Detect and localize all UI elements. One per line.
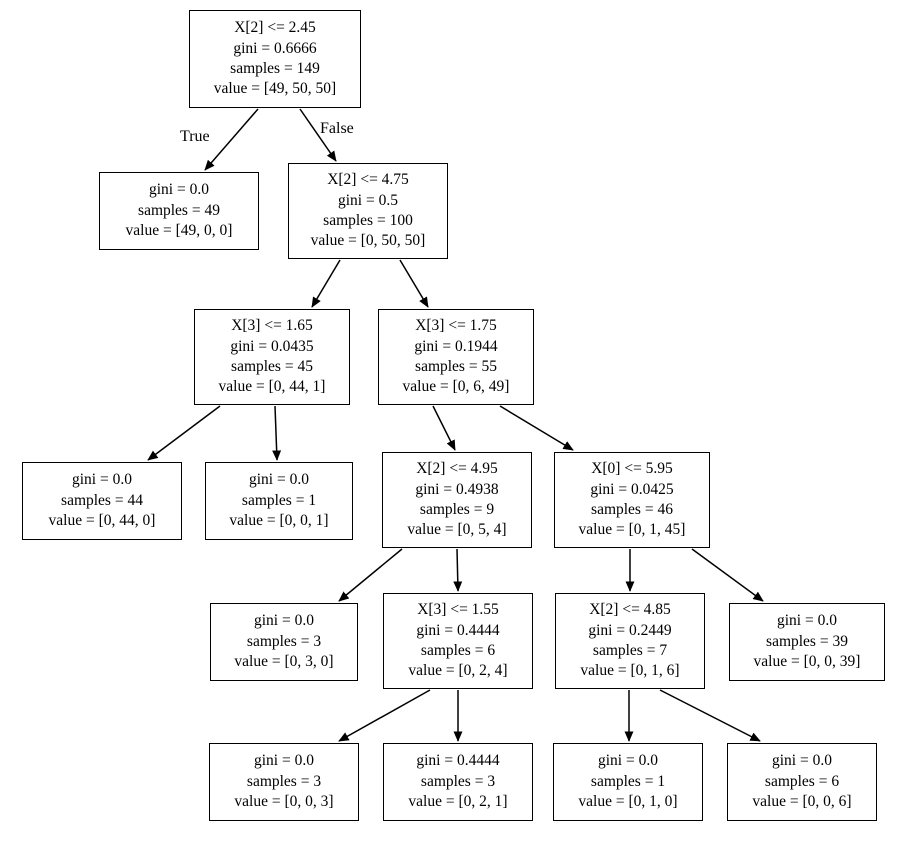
tree-node-leaf-13: gini = 0.0 samples = 3 value = [0, 0, 3] (209, 743, 359, 821)
node-16-samples: samples = 6 (764, 772, 840, 790)
tree-node-leaf-14: gini = 0.4444 samples = 3 value = [0, 2, 1… (383, 743, 533, 821)
node-9-gini: gini = 0.0 (254, 612, 314, 630)
node-9-samples: samples = 3 (246, 632, 322, 650)
node-9-value: value = [0, 3, 0] (234, 653, 334, 671)
node-14-samples: samples = 3 (420, 772, 496, 790)
tree-node-split-11: X[2] <= 4.85 gini = 0.2449 samples = 7 valu… (555, 593, 705, 689)
node-2-gini: gini = 0.5 (338, 191, 398, 209)
node-16-value: value = [0, 0, 6] (752, 793, 852, 811)
edge-label-false: False (320, 120, 354, 137)
node-0-value: value = [49, 50, 50] (213, 80, 337, 98)
tree-node-leaf-5: gini = 0.0 samples = 44 value = [0, 44, 0] (22, 462, 182, 540)
node-14-value: value = [0, 2, 1] (408, 793, 508, 811)
node-8-gini: gini = 0.0425 (590, 480, 674, 498)
node-12-value: value = [0, 0, 39] (753, 653, 861, 671)
node-5-gini: gini = 0.0 (72, 471, 132, 489)
edge-label-true: True (180, 128, 210, 145)
node-14-gini: gini = 0.4444 (416, 752, 500, 770)
node-11-value: value = [0, 1, 6] (580, 662, 680, 680)
tree-node-leaf-15: gini = 0.0 samples = 1 value = [0, 1, 0] (553, 743, 703, 821)
node-0-gini: gini = 0.6666 (233, 39, 317, 57)
node-7-value: value = [0, 5, 4] (407, 521, 507, 539)
node-11-condition: X[2] <= 4.85 (589, 601, 671, 619)
node-13-gini: gini = 0.0 (254, 752, 314, 770)
tree-node-leaf-9: gini = 0.0 samples = 3 value = [0, 3, 0] (210, 603, 358, 681)
tree-node-leaf-6: gini = 0.0 samples = 1 value = [0, 0, 1] (205, 462, 353, 540)
node-10-condition: X[3] <= 1.55 (417, 601, 499, 619)
node-15-samples: samples = 1 (590, 772, 666, 790)
tree-node-leaf-1: gini = 0.0 samples = 49 value = [49, 0, 0] (99, 172, 259, 250)
node-1-value: value = [49, 0, 0] (125, 222, 233, 240)
node-4-samples: samples = 55 (415, 358, 497, 375)
node-8-condition: X[0] <= 5.95 (591, 460, 673, 478)
node-8-value: value = [0, 1, 45] (578, 521, 686, 539)
node-0-condition: X[2] <= 2.45 (234, 19, 316, 37)
node-6-samples: samples = 1 (241, 491, 317, 509)
node-8-samples: samples = 46 (591, 501, 673, 518)
node-4-gini: gini = 0.1944 (414, 337, 498, 355)
node-0-samples: samples = 149 (230, 60, 320, 77)
node-13-samples: samples = 3 (246, 772, 322, 790)
node-3-gini: gini = 0.0435 (230, 337, 314, 355)
node-15-gini: gini = 0.0 (598, 752, 658, 770)
node-7-gini: gini = 0.4938 (415, 480, 499, 498)
tree-node-split-3: X[3] <= 1.65 gini = 0.0435 samples = 45 val… (194, 309, 350, 405)
node-5-value: value = [0, 44, 0] (48, 512, 156, 530)
node-10-value: value = [0, 2, 4] (408, 662, 508, 680)
node-1-gini: gini = 0.0 (149, 181, 209, 199)
tree-node-split-2: X[2] <= 4.75 gini = 0.5 samples = 100 value… (288, 163, 448, 259)
node-6-value: value = [0, 0, 1] (229, 512, 329, 530)
node-3-value: value = [0, 44, 1] (218, 378, 326, 396)
node-6-gini: gini = 0.0 (249, 471, 309, 489)
node-7-samples: samples = 9 (419, 501, 495, 518)
tree-node-leaf-12: gini = 0.0 samples = 39 value = [0, 0, 39] (729, 603, 885, 681)
node-2-condition: X[2] <= 4.75 (327, 171, 409, 189)
tree-node-split-0: X[2] <= 2.45 gini = 0.6666 samples = 149 va… (189, 10, 361, 108)
node-12-samples: samples = 39 (766, 632, 848, 650)
node-10-gini: gini = 0.4444 (416, 621, 500, 639)
node-10-samples: samples = 6 (420, 642, 496, 659)
node-5-samples: samples = 44 (61, 491, 143, 509)
node-12-gini: gini = 0.0 (777, 612, 837, 630)
node-1-samples: samples = 49 (138, 201, 220, 219)
node-2-value: value = [0, 50, 50] (310, 232, 426, 250)
node-3-samples: samples = 45 (231, 358, 313, 375)
tree-node-split-4: X[3] <= 1.75 gini = 0.1944 samples = 55 val… (378, 309, 534, 405)
node-3-condition: X[3] <= 1.65 (231, 317, 313, 335)
tree-node-split-10: X[3] <= 1.55 gini = 0.4444 samples = 6 valu… (383, 593, 533, 689)
node-16-gini: gini = 0.0 (772, 752, 832, 770)
node-2-samples: samples = 100 (323, 212, 413, 229)
tree-node-leaf-16: gini = 0.0 samples = 6 value = [0, 0, 6] (727, 743, 877, 821)
tree-node-split-8: X[0] <= 5.95 gini = 0.0425 samples = 46 val… (554, 452, 710, 548)
node-7-condition: X[2] <= 4.95 (416, 460, 498, 478)
node-13-value: value = [0, 0, 3] (234, 793, 334, 811)
node-4-value: value = [0, 6, 49] (402, 378, 510, 396)
node-11-samples: samples = 7 (592, 642, 668, 659)
tree-node-split-7: X[2] <= 4.95 gini = 0.4938 samples = 9 valu… (382, 452, 532, 548)
node-11-gini: gini = 0.2449 (588, 621, 672, 639)
node-15-value: value = [0, 1, 0] (578, 793, 678, 811)
node-4-condition: X[3] <= 1.75 (415, 317, 497, 335)
